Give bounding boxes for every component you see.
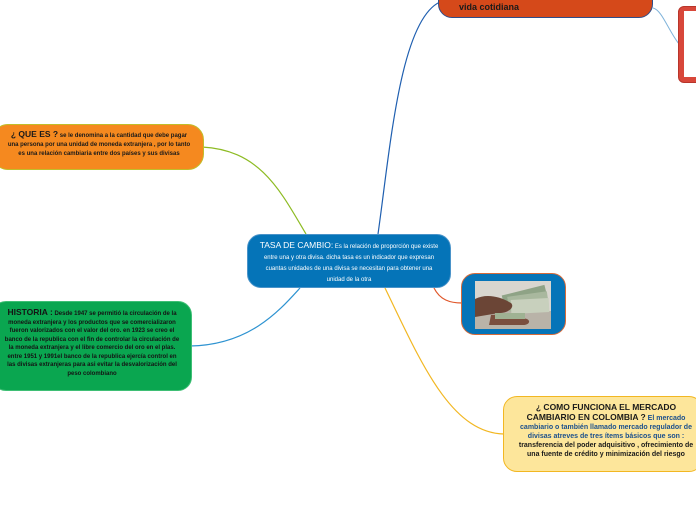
link-vida (377, 1, 441, 235)
node-tasa-de-cambio[interactable]: TASA DE CAMBIO: Es la relación de propor… (247, 234, 451, 288)
historia-body: Desde 1947 se permitió la circulación de… (4, 311, 180, 377)
vida-title: vida cotidiana (459, 2, 520, 12)
mercado-body-2: transferencia del poder adquisitivo , of… (518, 442, 694, 458)
que-es-body: se le denomina a la cantidad que debe pa… (7, 133, 191, 157)
link-mercado (384, 287, 505, 435)
link-que-es (201, 146, 307, 235)
node-historia[interactable]: HISTORIA : Desde 1947 se permitió la cir… (0, 301, 192, 391)
node-mercado-cambiario[interactable]: ¿ COMO FUNCIONA EL MERCADO CAMBIARIO EN … (503, 396, 696, 472)
central-body: Es la relación de proporción que existe … (263, 244, 439, 283)
money-photo-image (475, 281, 551, 329)
node-money-image[interactable] (461, 273, 566, 335)
link-thumbnail (652, 7, 680, 45)
node-thumbnail-image[interactable] (678, 6, 696, 83)
link-historia (189, 287, 301, 347)
link-image (433, 287, 463, 304)
que-es-title: ¿ QUE ES ? (10, 129, 59, 139)
node-que-es[interactable]: ¿ QUE ES ? se le denomina a la cantidad … (0, 124, 204, 170)
thumbnail-image (684, 11, 696, 77)
historia-title: HISTORIA : (7, 307, 53, 317)
mercado-body-1: El mercado cambiario o también llamado m… (520, 415, 692, 440)
central-title: TASA DE CAMBIO: (259, 240, 334, 250)
mercado-title: ¿ COMO FUNCIONA EL MERCADO CAMBIARIO EN … (526, 402, 677, 422)
node-vida-cotidiana[interactable]: vida cotidiana (438, 0, 653, 18)
